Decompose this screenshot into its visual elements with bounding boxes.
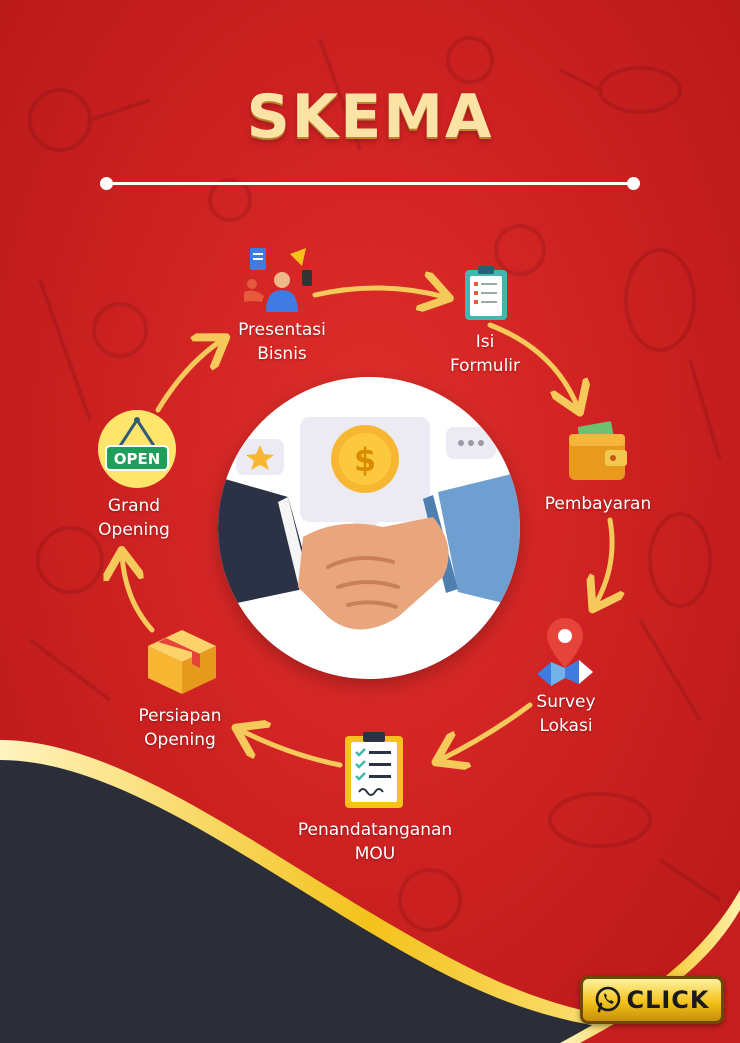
- step-label-persiapan-opening: Persiapan Opening: [138, 706, 222, 750]
- step-label-presentasi-bisnis: Presentasi Bisnis: [238, 320, 326, 364]
- arrow-formulir-to-pembayaran: [487, 322, 578, 408]
- arrow-mou-to-persiapan: [240, 730, 343, 768]
- click-whatsapp-button[interactable]: CLICK: [580, 976, 724, 1024]
- box-icon: [148, 630, 216, 694]
- clipboard-form-icon: [465, 266, 507, 320]
- handshake-circle: $: [218, 377, 520, 679]
- wallet-icon: [569, 421, 627, 480]
- arrow-presentasi-to-formulir: [312, 288, 445, 297]
- presentation-icon: [244, 248, 312, 312]
- arrow-grand-to-presentasi: [155, 340, 222, 413]
- whatsapp-icon: [596, 986, 621, 1013]
- arrow-persiapan-to-grand: [122, 555, 155, 633]
- signed-document-icon: [345, 732, 403, 808]
- step-label-grand-opening: Grand Opening: [98, 496, 170, 540]
- step-label-isi-formulir: Isi Formulir: [449, 332, 521, 376]
- open-sign-text: OPEN: [114, 450, 161, 468]
- arrow-survey-to-mou: [440, 702, 533, 760]
- map-pin-icon: [537, 618, 593, 686]
- open-sign-graphic: OPEN: [105, 417, 169, 471]
- handshake-illustration: $: [218, 417, 520, 630]
- svg-text:$: $: [354, 441, 376, 479]
- step-label-penandatanganan-mou: Penandatanganan MOU: [297, 820, 453, 864]
- page-title: SKEMA: [246, 82, 494, 152]
- arrow-pembayaran-to-survey: [595, 517, 612, 605]
- step-label-pembayaran: Pembayaran: [544, 494, 652, 514]
- title-divider: [106, 182, 634, 185]
- divider-right-dot: [627, 177, 640, 190]
- divider-left-dot: [100, 177, 113, 190]
- step-label-survey-lokasi: Survey Lokasi: [536, 692, 596, 736]
- click-button-label: CLICK: [626, 986, 710, 1014]
- open-sign-icon: OPEN: [98, 410, 176, 488]
